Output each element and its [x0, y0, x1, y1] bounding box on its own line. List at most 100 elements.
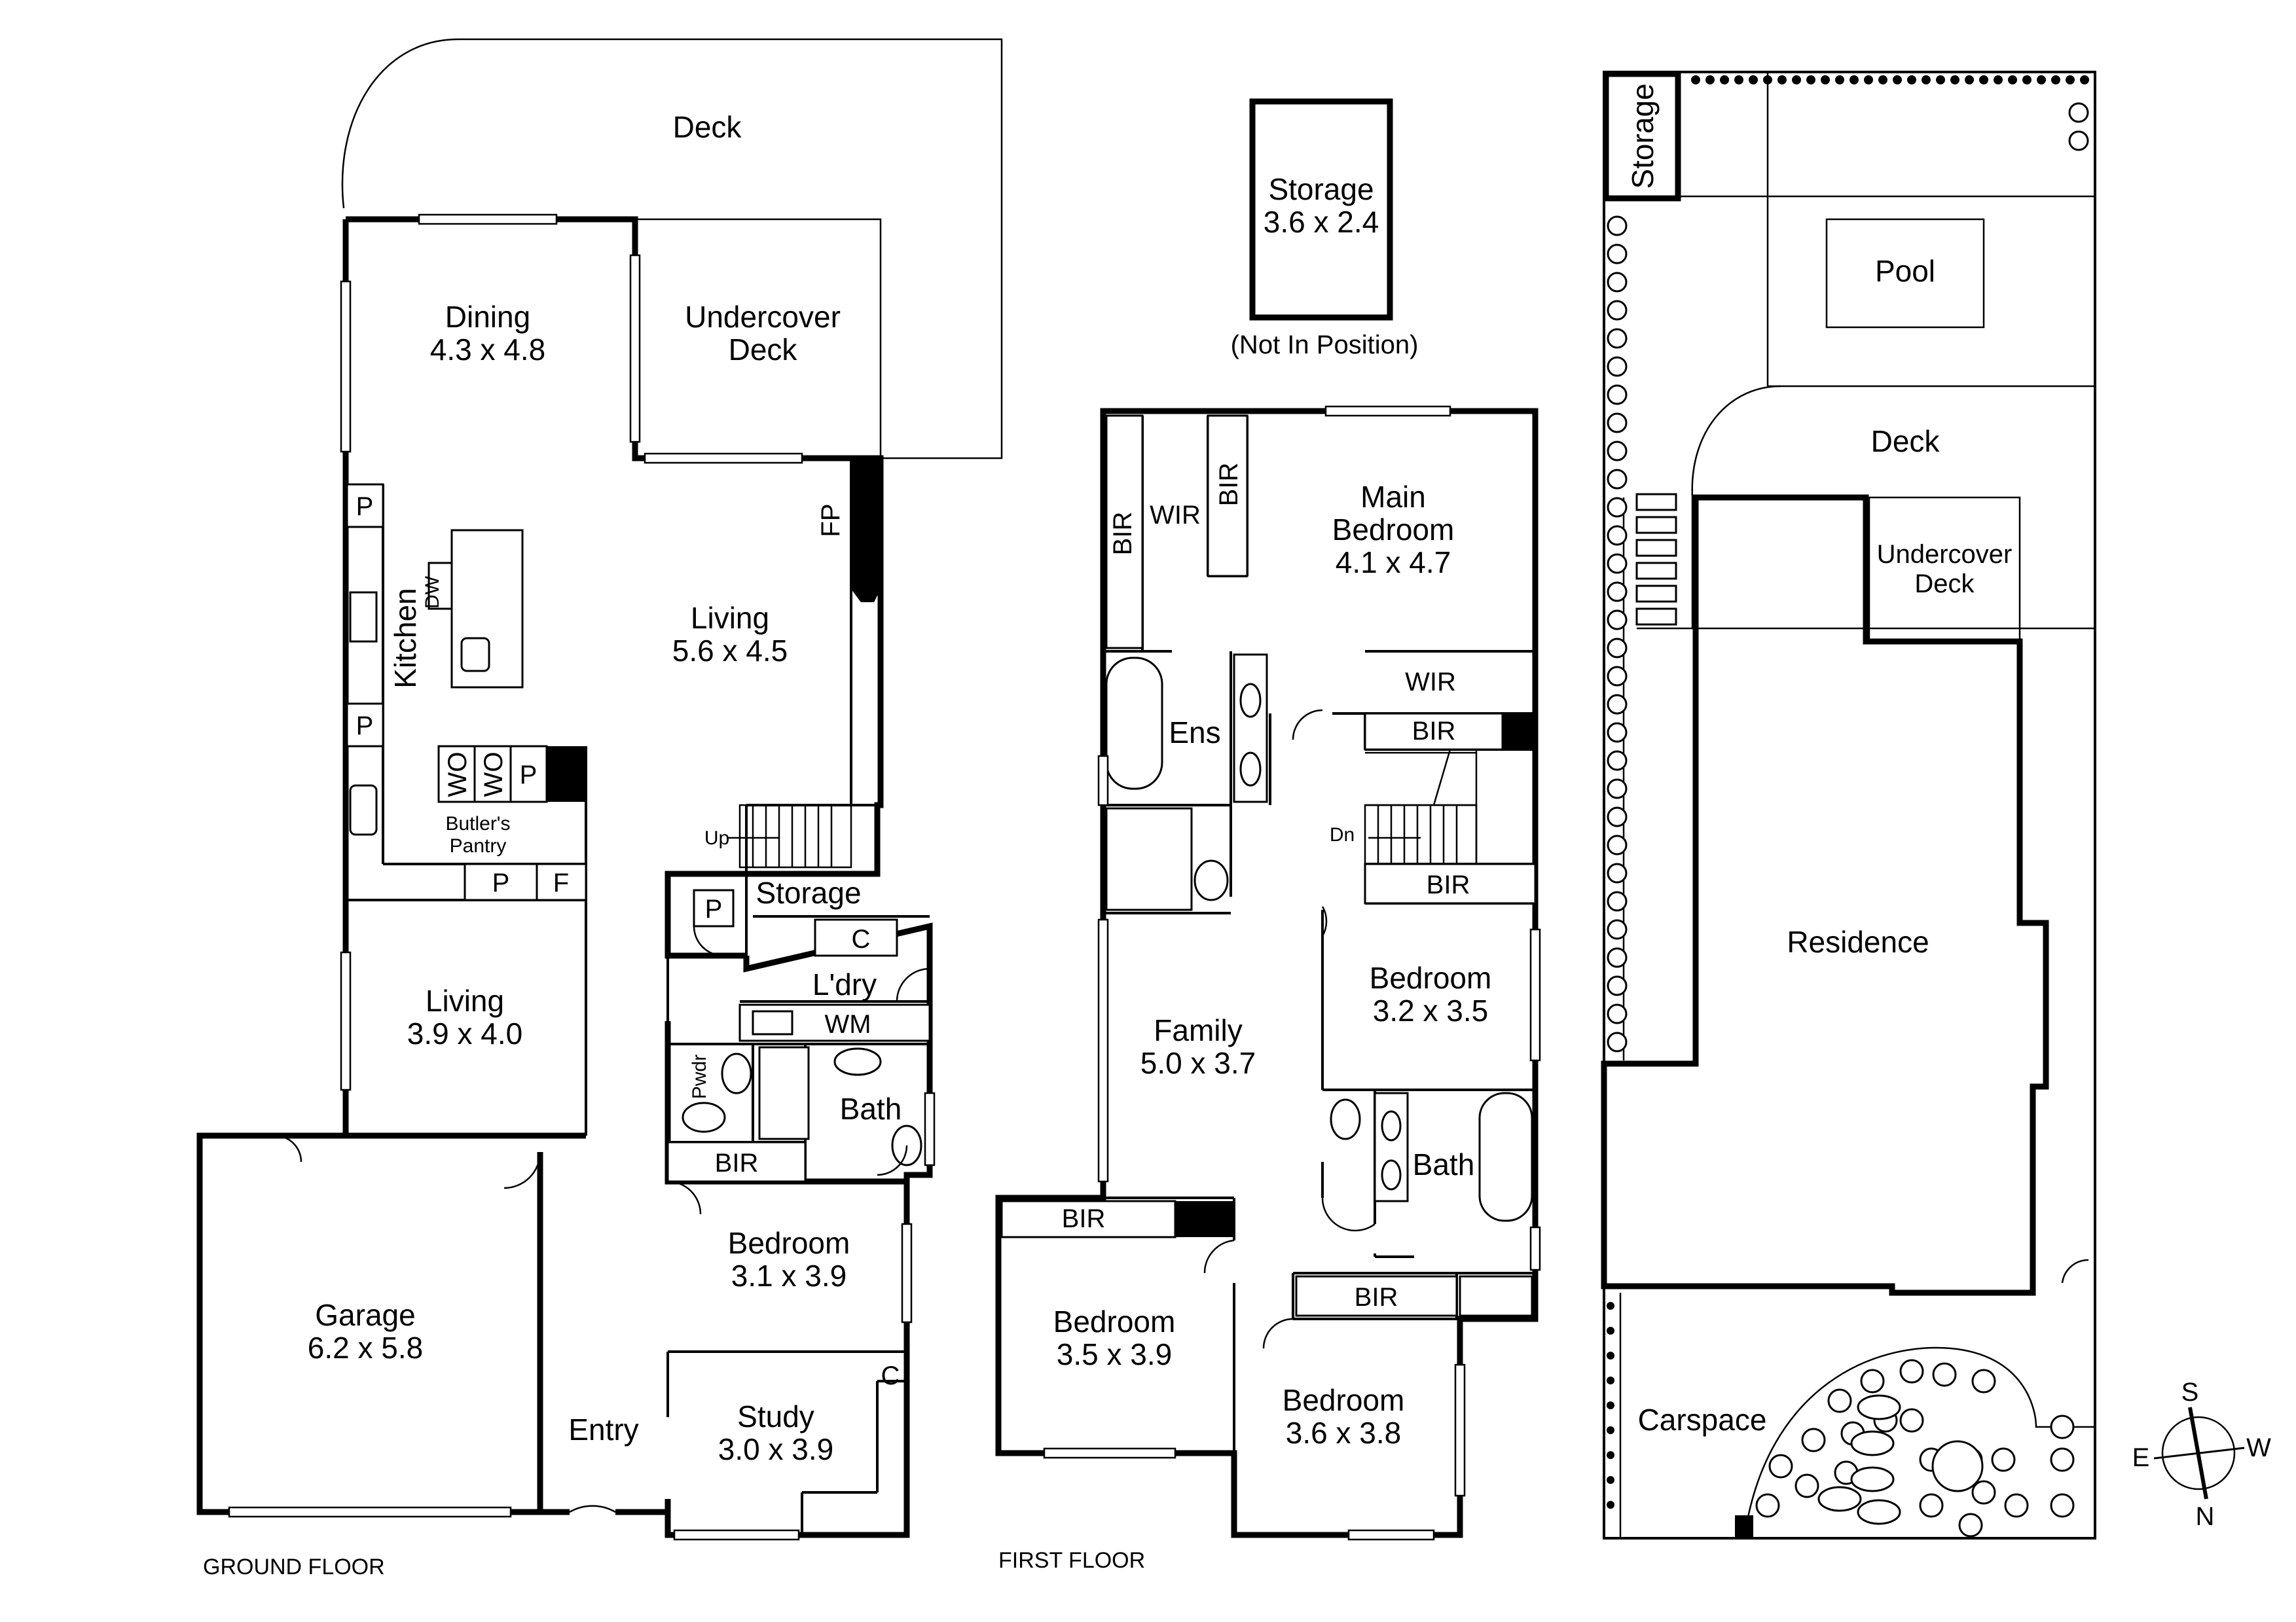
- undercover-deck-label: Undercover: [685, 300, 841, 334]
- bir-robe: [666, 1141, 807, 1183]
- plant-icon: [2008, 75, 2017, 84]
- window: [924, 1092, 936, 1166]
- hedge-plants: [1607, 75, 2089, 1509]
- plant-icon: [2022, 75, 2032, 84]
- plant-icon: [1607, 1426, 1614, 1434]
- dishwasher: [428, 562, 453, 610]
- door-swing: [569, 1505, 616, 1513]
- plant-icon: [1763, 75, 1772, 84]
- family-label: Family: [1154, 1013, 1242, 1047]
- first-floor-caption: FIRST FLOOR: [998, 1548, 1145, 1573]
- door-swing: [1292, 709, 1323, 740]
- study-size: 3.0 x 3.9: [718, 1432, 833, 1466]
- step: [1635, 607, 1677, 626]
- plant-icon: [1607, 243, 1628, 264]
- plant-icon: [1607, 581, 1628, 602]
- bath-label: Bath: [840, 1092, 902, 1126]
- fridge-block: [547, 746, 586, 802]
- kitchen-sink: [460, 637, 490, 672]
- plant-icon: [1965, 75, 1974, 84]
- storage-shed-note: (Not In Position): [1231, 331, 1419, 359]
- stairs-down: [1364, 749, 1478, 865]
- shower: [758, 1046, 810, 1140]
- bir-robe: [1295, 1275, 1458, 1317]
- compass-w: W: [2246, 1433, 2271, 1462]
- site-storage: [1603, 71, 1681, 202]
- meter: [1735, 1515, 1753, 1538]
- plant-icon: [1607, 215, 1628, 236]
- plant-icon: [1607, 722, 1628, 743]
- plant-icon: [1607, 975, 1628, 996]
- first-floor-labels: BIR WIR BIR Main Bedroom 4.1 x 4.7 WIR B…: [998, 463, 1491, 1573]
- compass-s: S: [2181, 1378, 2199, 1407]
- door-swing: [667, 1180, 702, 1215]
- plant-icon: [1607, 384, 1628, 405]
- window: [1347, 1529, 1435, 1541]
- step: [1635, 493, 1677, 511]
- window: [1529, 928, 1541, 1062]
- plant-icon: [1607, 1377, 1614, 1384]
- main-bedroom-label: Bedroom: [1332, 513, 1455, 547]
- plant-icon: [1607, 328, 1628, 349]
- door-swing: [274, 1134, 302, 1162]
- plant-icon: [1850, 75, 1859, 84]
- cooktop: [349, 591, 378, 643]
- plant-icon: [1607, 1302, 1614, 1310]
- plant-icon: [1607, 1327, 1614, 1335]
- stepping-stone: [1850, 1430, 1895, 1456]
- plant-icon: [1607, 835, 1628, 856]
- toilet: [1330, 1098, 1361, 1140]
- kitchen-sink-2: [349, 784, 378, 836]
- wall-oven-label: WO: [479, 752, 508, 797]
- plant-icon: [1607, 272, 1628, 293]
- window: [1324, 405, 1451, 417]
- stairs-up: [727, 804, 852, 869]
- plant-icon: [2066, 75, 2075, 84]
- deck-outline: [341, 38, 1003, 460]
- bathtub: [1478, 1092, 1533, 1222]
- side-gate: [2061, 1259, 2089, 1284]
- plant-icon: [1979, 75, 1988, 84]
- living-2-label: Living: [426, 984, 504, 1018]
- bir-label: BIR: [1412, 717, 1456, 746]
- butlers-pantry-label: Butler's: [445, 813, 510, 835]
- cupboard-c: [814, 918, 898, 957]
- bir-label: BIR: [1062, 1204, 1106, 1233]
- site-undercover-deck: [1868, 496, 2021, 643]
- ens-label: Ens: [1169, 715, 1220, 749]
- compass-needle: [2153, 1447, 2245, 1460]
- plant-icon: [1792, 75, 1801, 84]
- bir-label: BIR: [1214, 463, 1243, 507]
- compass-ring: [2161, 1416, 2236, 1490]
- plant-icon: [1991, 1447, 2016, 1472]
- plant-icon: [1691, 75, 1700, 84]
- stepping-stone: [1857, 1394, 1901, 1420]
- plant-icon: [1971, 1369, 1996, 1394]
- plant-icon: [2037, 75, 2046, 84]
- plant-icon: [1899, 1408, 1924, 1433]
- study-label: Study: [737, 1399, 814, 1433]
- fireplace: [851, 458, 881, 602]
- bedroom-b-label: Bedroom: [1053, 1305, 1176, 1339]
- toilet: [1194, 859, 1229, 901]
- window: [673, 1529, 800, 1541]
- plant-icon: [1950, 75, 1959, 84]
- bedroom-size: 3.1 x 3.9: [731, 1259, 847, 1293]
- plant-icon: [2051, 75, 2060, 84]
- window: [1097, 918, 1109, 1183]
- dining-label: Dining: [445, 300, 530, 334]
- plant-icon: [1607, 1401, 1614, 1409]
- window: [901, 1223, 913, 1324]
- bir-robe: [1364, 863, 1537, 905]
- garage-label: Garage: [315, 1298, 415, 1332]
- deck-label: Deck: [673, 110, 742, 144]
- pantry-label: P: [520, 761, 538, 789]
- basin: [1381, 1159, 1402, 1191]
- plant-icon: [1994, 75, 2003, 84]
- laundry-sink: [752, 1010, 793, 1036]
- bir-label: BIR: [1108, 512, 1137, 556]
- main-bedroom-size: 4.1 x 4.7: [1336, 545, 1451, 579]
- plant-icon: [1607, 1451, 1614, 1459]
- plant-icon: [1899, 1359, 1924, 1384]
